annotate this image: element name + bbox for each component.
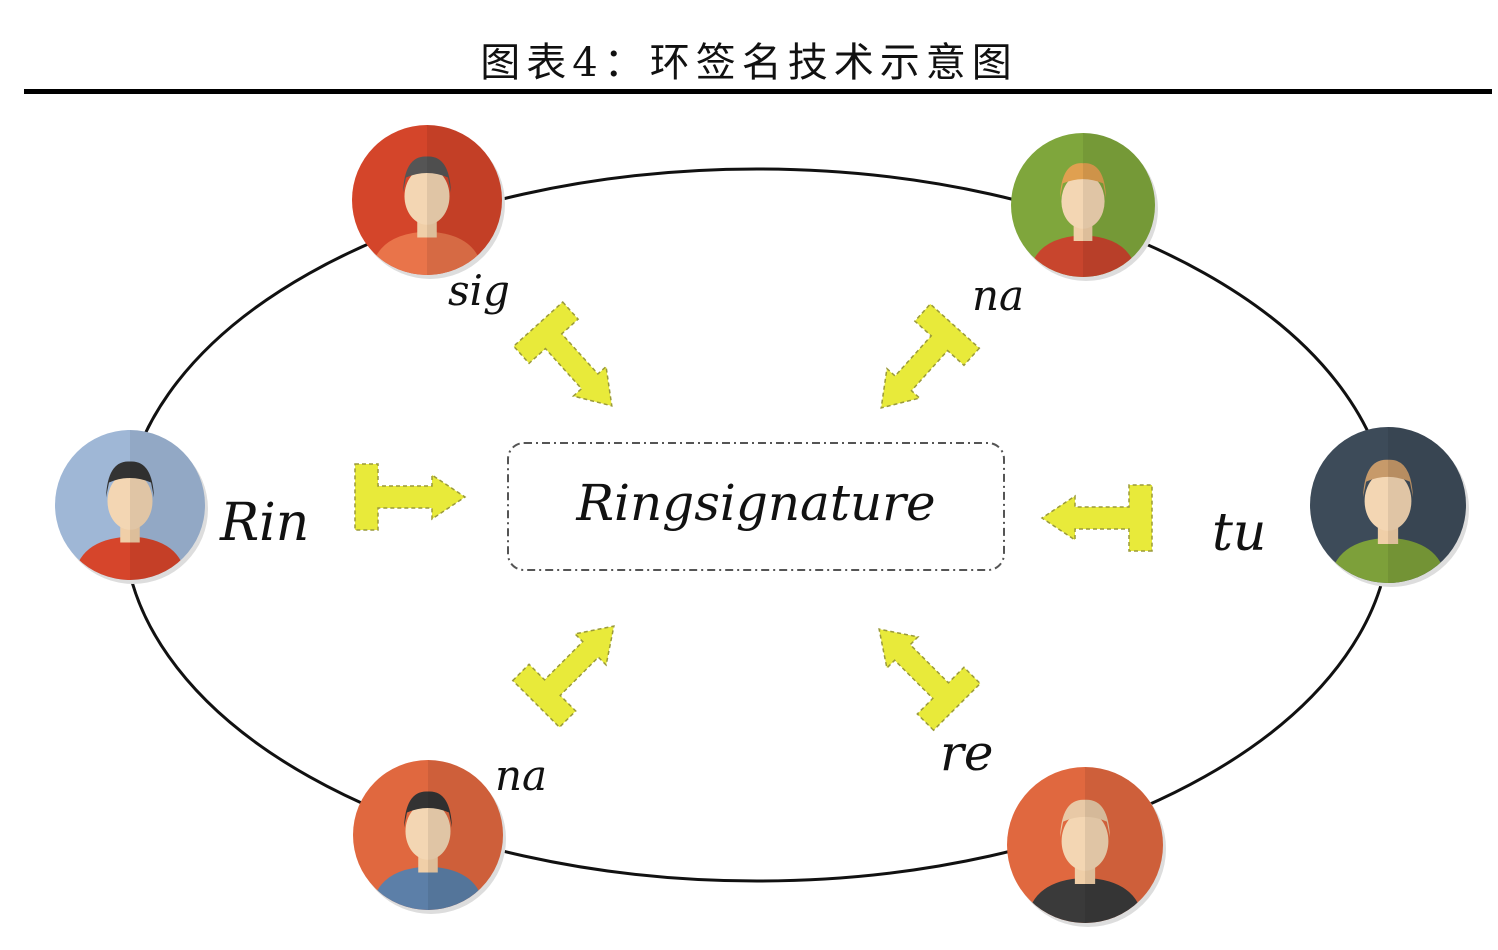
man-avatar-icon [55,430,208,584]
t-arrow-icon [354,463,467,531]
fragment-sig: sig [448,266,510,315]
woman-avatar-icon [352,125,505,279]
t-arrow-icon [512,300,613,407]
ring-signature-box [507,442,1005,571]
fragment-tu: tu [1212,503,1266,563]
t-arrow-icon [1040,484,1153,552]
man-avatar-icon [353,760,506,914]
bearded-man-avatar-icon [1310,427,1469,587]
t-arrow-icon [880,302,981,409]
woman-avatar-icon [1011,133,1158,281]
fragment-na-top: na [972,271,1024,320]
fragment-re: re [940,724,994,782]
bald-man-avatar-icon [1007,767,1166,927]
fragment-rin: Rin [219,493,309,553]
title-rule [24,89,1492,94]
t-arrow-icon [878,628,982,732]
ring-signature-label: Ringsignature [575,474,935,532]
t-arrow-icon [511,625,615,729]
fragment-na-bottom: na [495,751,547,800]
figure-title: 图表4：环签名技术示意图 [480,40,1018,86]
